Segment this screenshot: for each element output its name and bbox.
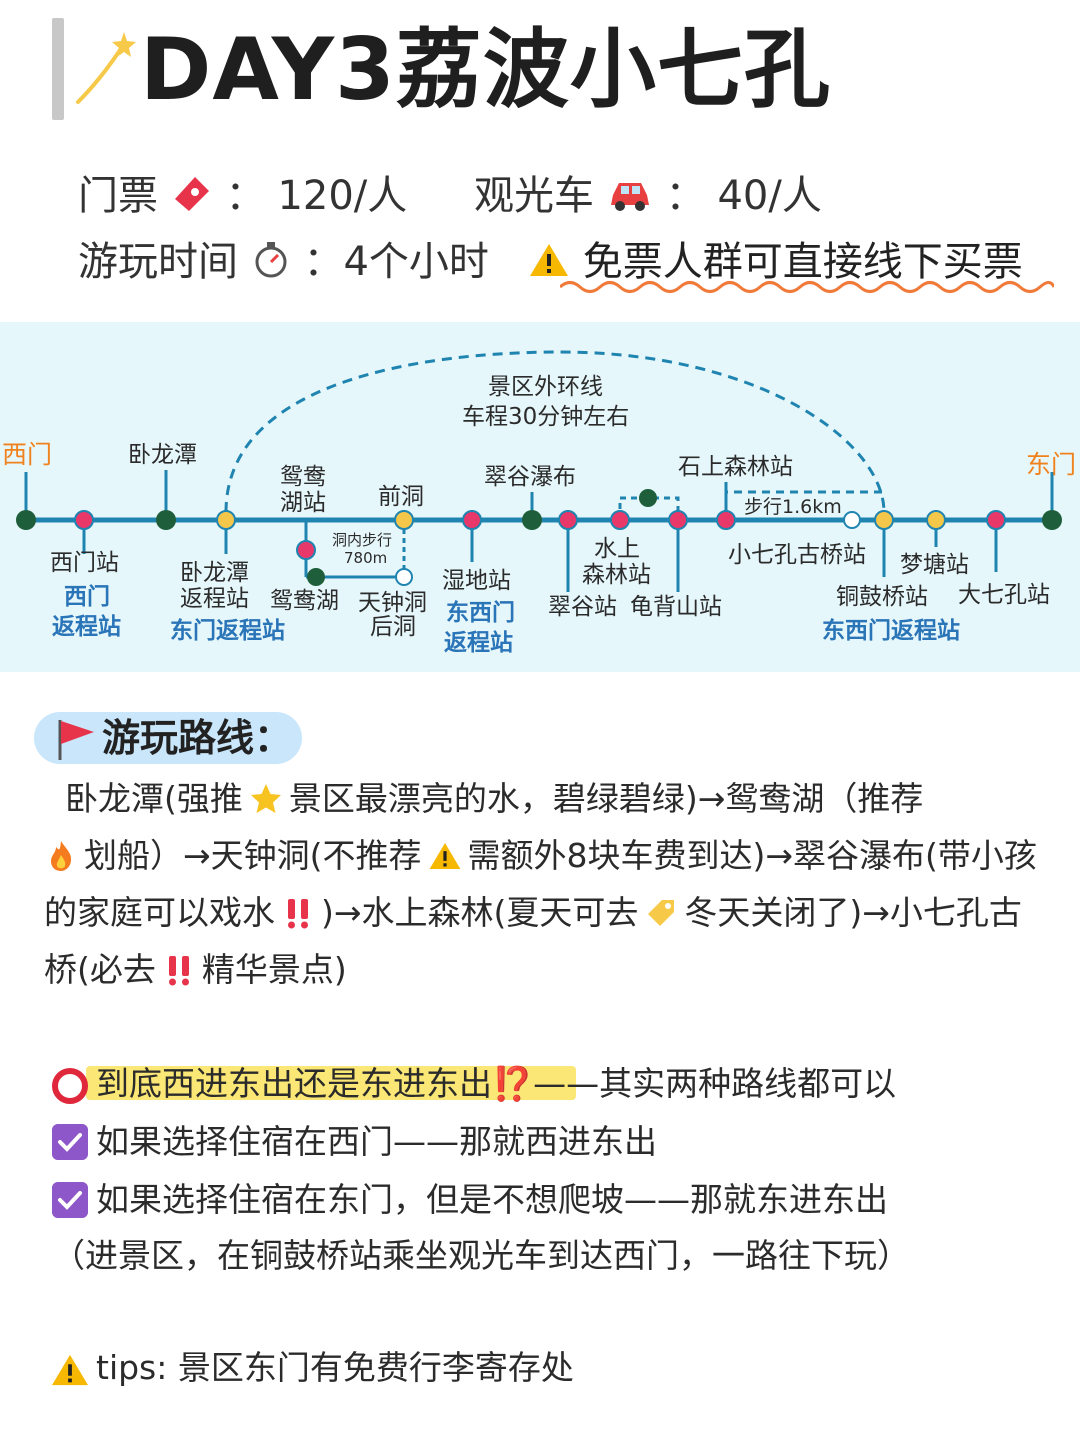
wavy-underline <box>560 281 1054 293</box>
station-shidi: 湿地站 <box>442 568 511 594</box>
route-question: 到底西进东出还是东进东出⁉️——其实两种路线都可以 <box>96 1064 897 1103</box>
route-heading-pill <box>34 712 302 764</box>
car-icon <box>610 183 649 211</box>
station-yuanyang-lake: 鸳鸯湖 <box>270 588 339 614</box>
ticket-icon <box>174 177 209 211</box>
dongximen-return-station: 东西门返程站 <box>822 618 960 644</box>
cave-walk-label: 洞内步行 <box>332 531 393 549</box>
ticket-price: 门票 ：120/人 <box>78 173 408 219</box>
station-mengtang: 梦塘站 <box>900 552 969 578</box>
station-wolongtan: 卧龙潭 <box>128 442 197 468</box>
station-water-forest-2: 森林站 <box>582 562 651 588</box>
station-water-forest-1: 水上 <box>594 536 640 562</box>
play-time: 游玩时间 ：4个小时 <box>78 239 489 285</box>
station-tianzhongdong-2: 后洞 <box>370 614 416 640</box>
option-west-gate: 如果选择住宿在西门——那就西进东出 <box>96 1122 657 1161</box>
walk-distance-label: 步行1.6km <box>744 496 842 518</box>
tag-icon <box>648 900 675 926</box>
magic-wand-icon <box>76 32 136 104</box>
warning-icon-inline <box>429 843 460 869</box>
option-east-gate-note: （进景区，在铜鼓桥站乘坐观光车到达西门，一路往下玩） <box>52 1236 910 1275</box>
station-tianzhongdong-1: 天钟洞 <box>358 590 427 616</box>
east-gate-label: 东门 <box>1026 450 1077 479</box>
dongximen-return-2: 返程站 <box>444 630 513 656</box>
wolongtan-return-2: 返程站 <box>180 586 249 612</box>
question-highlight <box>86 1066 576 1100</box>
west-gate-label: 西门 <box>2 440 53 469</box>
title-accent-bar <box>52 18 64 120</box>
station-dots <box>16 489 1062 586</box>
star-icon <box>250 784 281 813</box>
cave-walk-distance: 780m <box>344 549 388 567</box>
tips-text: tips: 景区东门有免费行李寄存处 <box>96 1348 574 1387</box>
free-ticket-warning: 免票人群可直接线下买票 <box>528 238 1023 286</box>
tips-warning-icon <box>52 1354 88 1386</box>
dongximen-return-1: 东西门 <box>446 600 515 626</box>
bus-price: 观光车 ：40/人 <box>474 173 822 219</box>
route-map: 景区外环线 车程30分钟左右 西门 东门 卧龙潭 鸳鸯 湖站 前洞 翠谷瀑布 石… <box>0 322 1080 672</box>
loop-duration-label: 车程30分钟左右 <box>462 404 630 430</box>
wolongtan-return-1: 卧龙潭 <box>180 560 249 586</box>
option-east-gate: 如果选择住宿在东门，但是不想爬坡——那就东进东出 <box>96 1180 888 1219</box>
station-shishang-forest: 石上森林站 <box>678 454 793 480</box>
station-yuanyang-2: 湖站 <box>280 490 326 516</box>
dongmen-return-label: 东门返程站 <box>170 618 285 644</box>
stopwatch-icon <box>255 242 287 278</box>
loop-line-label: 景区外环线 <box>488 374 603 400</box>
station-cuigu-waterfall: 翠谷瀑布 <box>484 464 576 490</box>
station-daqikong: 大七孔站 <box>958 582 1050 608</box>
checkbox-icon-2 <box>52 1182 88 1218</box>
station-qiandong: 前洞 <box>378 484 424 510</box>
ximen-return-2: 返程站 <box>52 614 121 640</box>
ximen-return-1: 西门 <box>64 584 110 610</box>
flag-icon <box>58 720 94 760</box>
station-yuanyang-1: 鸳鸯 <box>280 464 326 490</box>
station-guibeishan: 龟背山站 <box>630 594 722 620</box>
circle-icon <box>52 1068 88 1104</box>
warning-icon <box>530 244 568 276</box>
station-ximen: 西门站 <box>50 550 119 576</box>
page-title: DAY3荔波小七孔 <box>140 20 831 120</box>
station-cuigu: 翠谷站 <box>548 594 617 620</box>
double-exclamation-icon-2 <box>168 956 189 986</box>
station-xiaoqikong-bridge: 小七孔古桥站 <box>728 542 866 568</box>
route-description: 卧龙潭(强推景区最漂亮的水，碧绿碧绿)→鸳鸯湖（推荐 划船）→天钟洞(不推荐需额… <box>44 779 1037 989</box>
station-tonggu-bridge: 铜鼓桥站 <box>836 584 928 610</box>
fire-icon <box>51 841 72 871</box>
checkbox-icon <box>52 1124 88 1160</box>
route-heading: 游玩路线： <box>102 716 293 760</box>
double-exclamation-icon <box>288 899 308 929</box>
route-map-lines <box>16 350 1062 592</box>
